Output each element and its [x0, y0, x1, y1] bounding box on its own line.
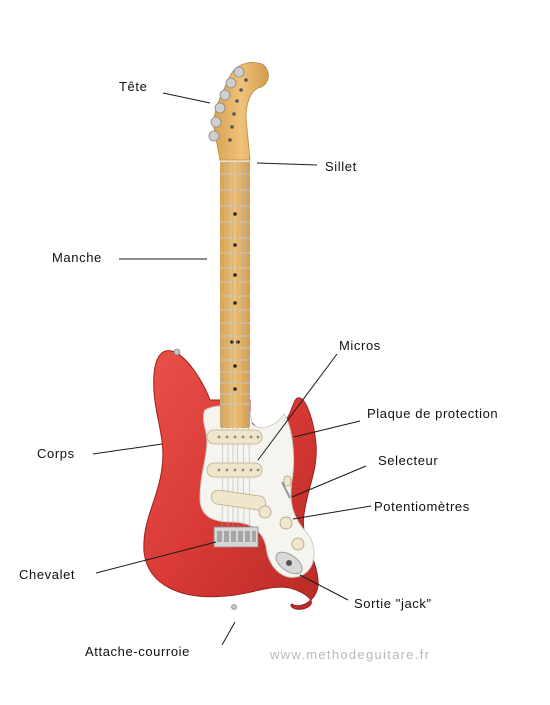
- pickguard: [199, 405, 315, 578]
- label-chevalet: Chevalet: [19, 567, 76, 582]
- label-selecteur: Selecteur: [378, 453, 439, 468]
- label-sortie-jack: Sortie "jack": [354, 596, 432, 611]
- label-plaque-de-protection: Plaque de protection: [367, 406, 499, 421]
- label-manche: Manche: [52, 250, 102, 265]
- pickups: [206, 429, 267, 511]
- watermark: www.methodeguitare.fr: [270, 647, 431, 662]
- label-attache-courroie: Attache-courroie: [85, 644, 190, 659]
- strap-button-bottom: [231, 604, 237, 610]
- frets: [220, 173, 250, 405]
- strap-button-top: [173, 348, 181, 356]
- leader-lines: [92, 92, 372, 646]
- label-sillet: Sillet: [325, 159, 357, 174]
- label-potentiometres: Potentiomètres: [374, 499, 470, 514]
- label-corps: Corps: [37, 446, 75, 461]
- selector-switch: [281, 475, 292, 499]
- tuners: [208, 66, 248, 142]
- bridge: [213, 526, 259, 548]
- label-tete: Tête: [119, 79, 148, 94]
- potentiometer-knobs: [258, 505, 305, 551]
- label-micros: Micros: [339, 338, 381, 353]
